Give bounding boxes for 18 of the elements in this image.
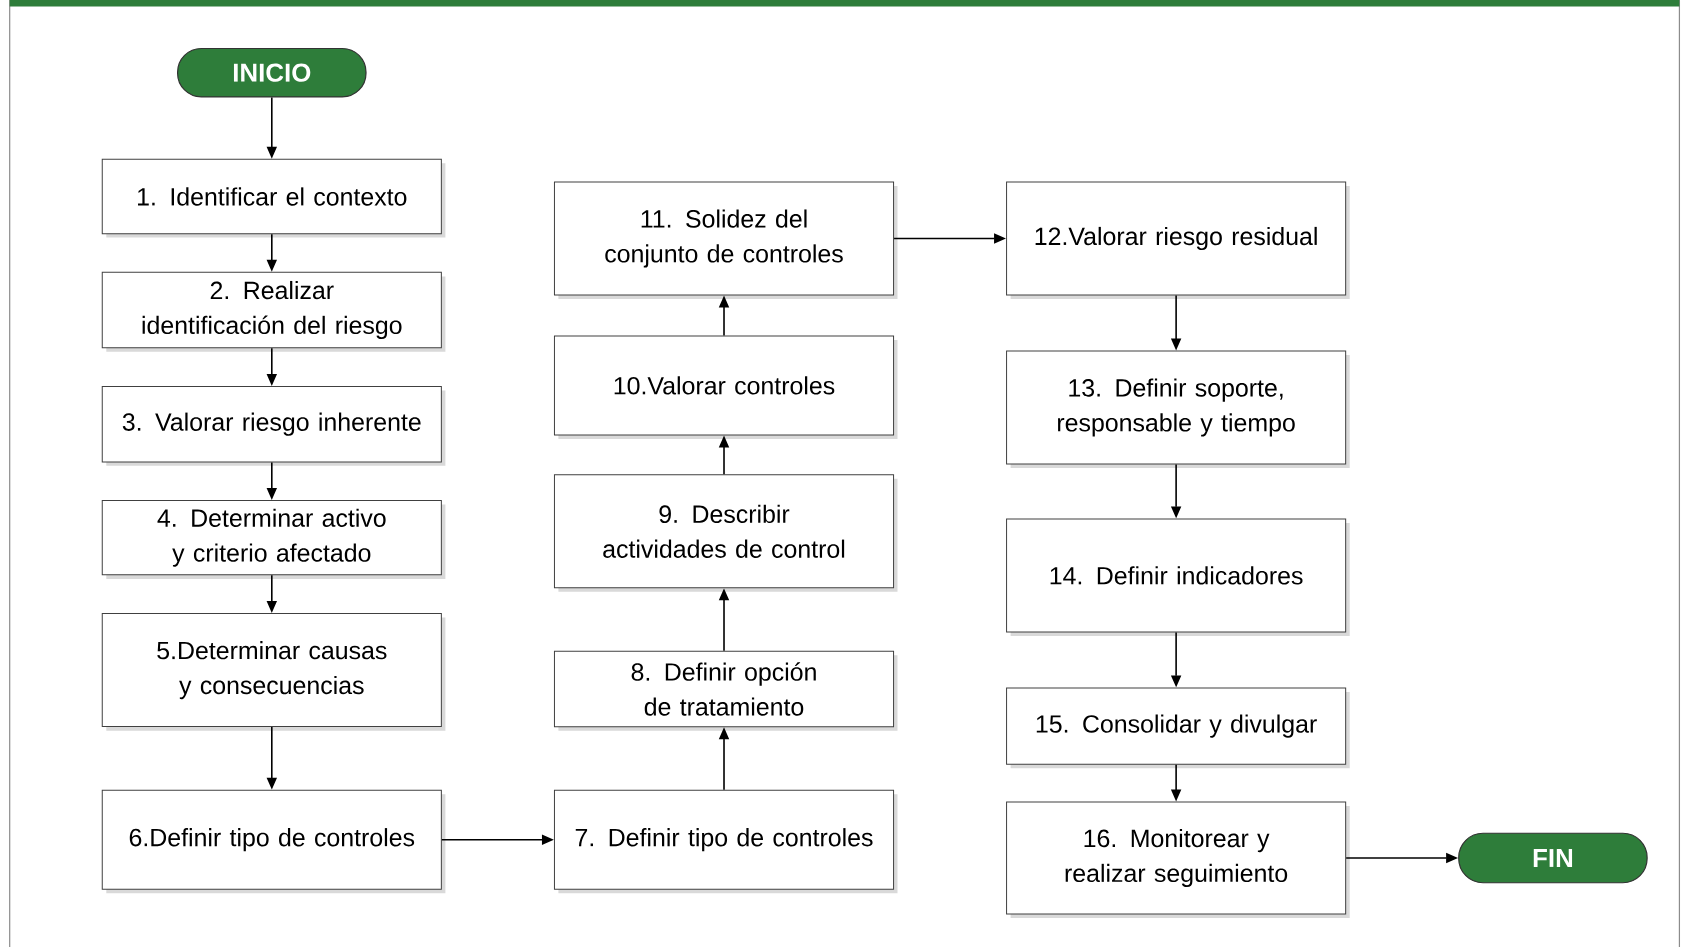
terminal: INICIO	[177, 47, 367, 98]
process-box: 10.Valorar controles	[553, 335, 898, 439]
process-box: 13. Definir soporte, responsable y tiempo	[1006, 350, 1350, 468]
process-box: 16. Monitorear y realizar seguimiento	[1006, 801, 1350, 918]
process-box: 2. Realizar identificación del riesgo	[101, 271, 446, 352]
terminal: FIN	[1458, 832, 1648, 884]
process-box: 12.Valorar riesgo residual	[1006, 181, 1350, 299]
process-box: 4. Determinar activo y criterio afectado	[101, 500, 446, 579]
process-box: 14. Definir indicadores	[1006, 518, 1350, 636]
process-box: 1. Identificar el contexto	[101, 158, 446, 238]
process-box: 8. Definir opción de tratamiento	[553, 650, 898, 731]
process-box: 6.Definir tipo de controles	[101, 789, 446, 894]
process-box: 3. Valorar riesgo inherente	[101, 386, 446, 466]
process-box: 15. Consolidar y divulgar	[1006, 687, 1350, 769]
process-box: 9. Describir actividades de control	[553, 474, 898, 592]
process-box: 7. Definir tipo de controles	[553, 789, 898, 894]
process-box: 5.Determinar causas y consecuencias	[101, 613, 446, 731]
process-box: 11. Solidez del conjunto de controles	[553, 181, 898, 299]
